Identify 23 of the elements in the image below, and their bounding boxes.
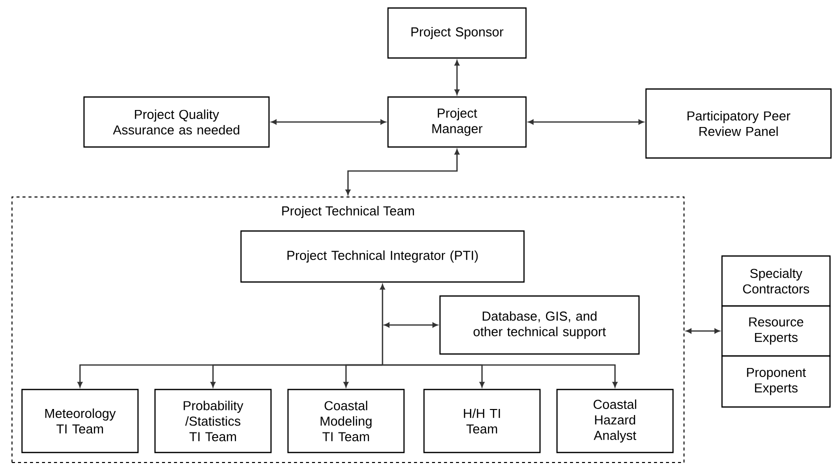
arrow [271, 120, 386, 124]
process-box: Probability /Statistics TI Team [154, 388, 272, 454]
process-box: Coastal Modeling TI Team [287, 388, 405, 454]
arrow [344, 364, 382, 388]
process-box: Meteorology TI Team [21, 388, 139, 454]
arrow [384, 322, 438, 328]
process-box: Coastal Hazard Analyst [556, 388, 674, 454]
arrow [382, 364, 618, 388]
stack-cell: Specialty Contractors [721, 255, 831, 307]
process-box: Project Manager [387, 96, 527, 148]
process-box: Database, GIS, and other technical support [439, 295, 640, 355]
process-box: Participatory Peer Review Panel [645, 88, 832, 159]
process-box: Project Technical Integrator (PTI) [240, 230, 525, 283]
arrow [346, 149, 460, 195]
arrow [528, 120, 644, 124]
arrow [380, 284, 385, 365]
arrow [454, 60, 460, 95]
process-box: Project Sponsor [387, 7, 527, 59]
stack-cell: Resource Experts [721, 305, 831, 357]
arrow [686, 328, 720, 334]
process-box: H/H TI Team [423, 388, 541, 454]
stack-cell: Proponent Experts [721, 355, 831, 408]
process-box: Project Quality Assurance as needed [83, 96, 270, 148]
